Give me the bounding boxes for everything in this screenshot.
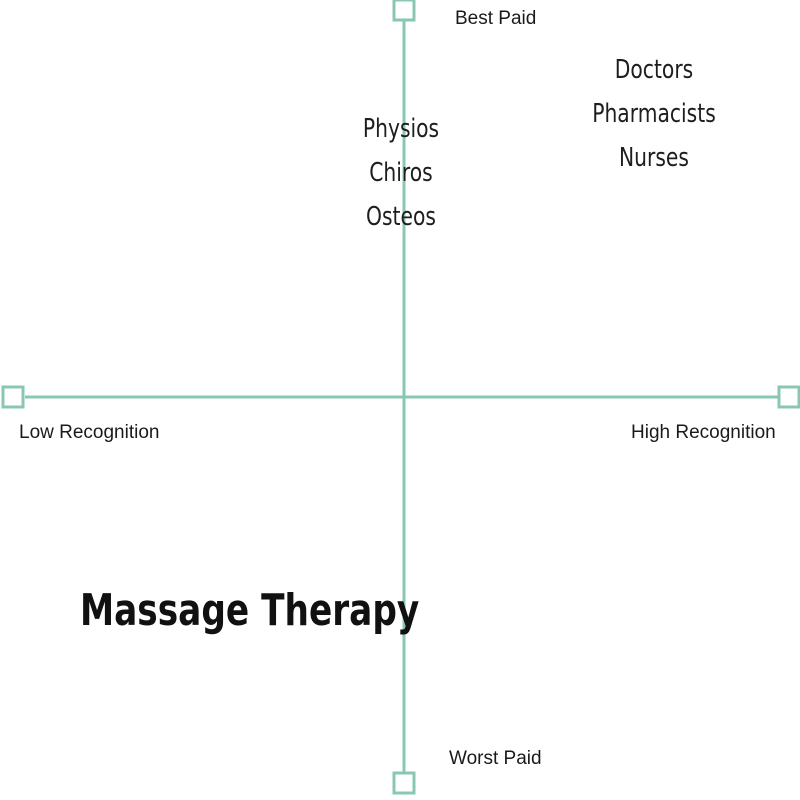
massage-therapy-label: Massage Therapy xyxy=(80,585,420,636)
medical-professions-group: Doctors Pharmacists Nurses xyxy=(584,48,724,180)
group-item-doctors: Doctors xyxy=(614,55,694,85)
low-recognition-label: Low Recognition xyxy=(19,422,160,443)
worst-paid-label: Worst Paid xyxy=(449,748,542,769)
group-item-nurses: Nurses xyxy=(619,143,689,173)
group-item-chiros: Chiros xyxy=(369,158,433,188)
top-axis-endpoint xyxy=(392,0,416,22)
best-paid-label: Best Paid xyxy=(455,8,537,29)
right-axis-endpoint xyxy=(777,385,800,409)
group-item-physios: Physios xyxy=(362,114,440,144)
group-item-osteos: Osteos xyxy=(366,202,436,232)
group-item-pharmacists: Pharmacists xyxy=(592,99,716,129)
physio-chiro-osteo-group: Physios Chiros Osteos xyxy=(346,107,455,239)
high-recognition-label: High Recognition xyxy=(631,422,776,443)
bottom-axis-endpoint xyxy=(392,771,416,795)
left-axis-endpoint xyxy=(1,385,25,409)
